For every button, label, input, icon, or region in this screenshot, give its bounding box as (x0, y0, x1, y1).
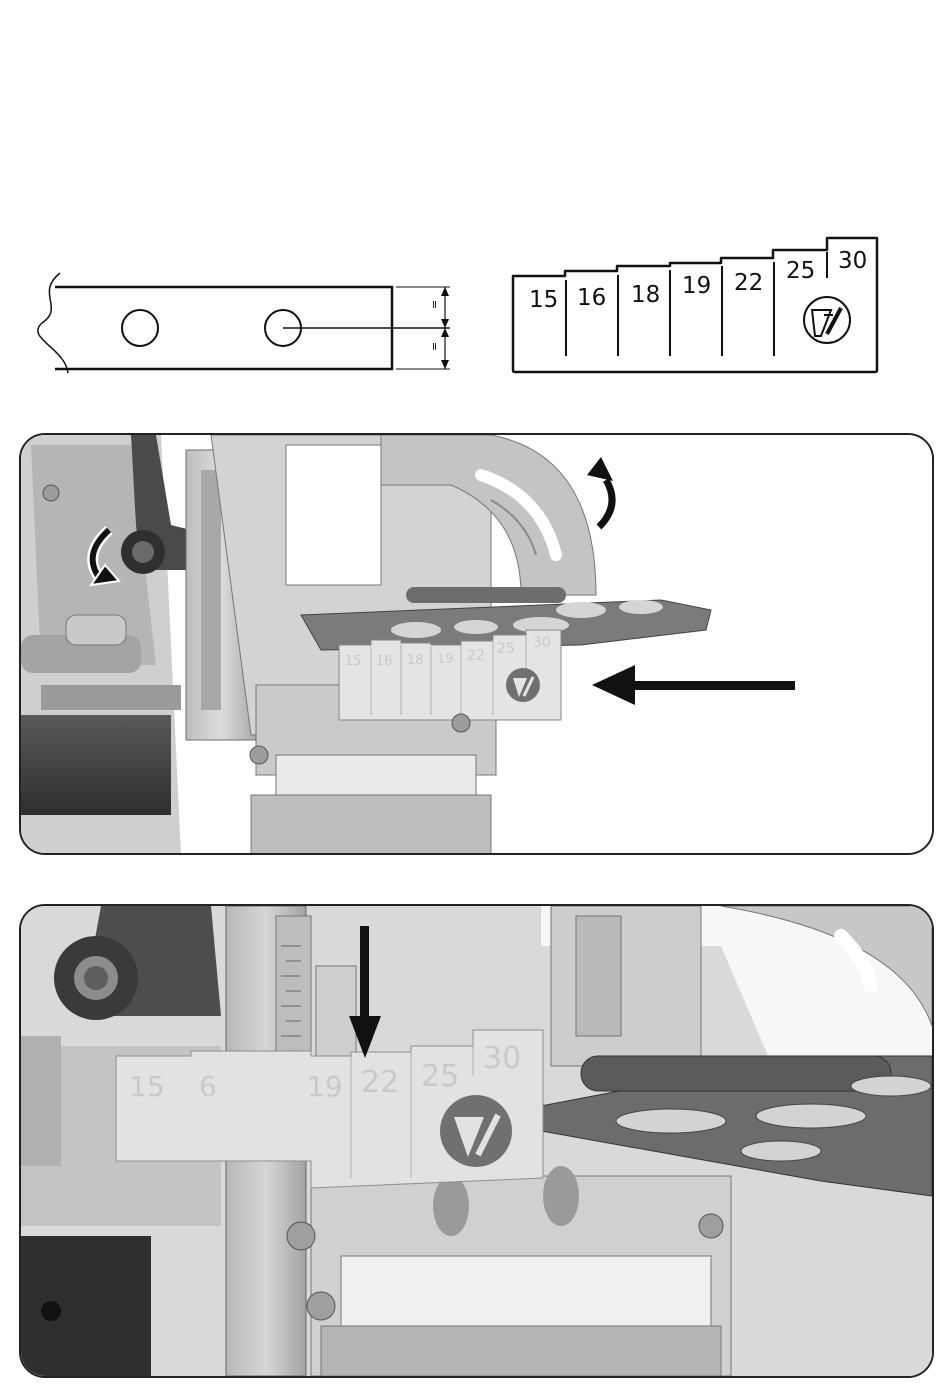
panel1-label-25: 25 (497, 641, 515, 657)
panel2-label-22: 22 (361, 1065, 399, 1100)
gauge-step-30: 30 (838, 248, 867, 274)
logo-icon (804, 297, 850, 343)
panel2-label-15: 15 (129, 1070, 165, 1103)
dimension-mark-top: = (428, 300, 441, 309)
panel2-label-19: 19 (307, 1070, 343, 1103)
gauge-step-18: 18 (631, 282, 660, 308)
gauge-step-19: 19 (682, 273, 711, 299)
panel1-label-22: 22 (467, 648, 485, 664)
panel2-label-25: 25 (421, 1059, 459, 1094)
panel1-label-18: 18 (407, 653, 424, 668)
panel1-label-30: 30 (533, 635, 551, 651)
panel2-logo-icon (440, 1095, 512, 1167)
gauge-step-22: 22 (734, 270, 763, 296)
panel1-label-15: 15 (345, 654, 362, 669)
panel1-label-16: 16 (376, 654, 393, 669)
panel2-label-30: 30 (483, 1041, 521, 1076)
panel1-logo-icon (506, 668, 540, 702)
panel2-label-6: 6 (199, 1070, 217, 1103)
board-diagram: = = (30, 268, 470, 383)
dimension-mark-bottom: = (428, 342, 441, 351)
gauge-step-15: 15 (529, 287, 558, 313)
gauge-step-25: 25 (786, 258, 815, 284)
stepped-gauge: 15 16 18 19 22 25 30 (505, 230, 890, 380)
hole-left (122, 310, 158, 346)
panel1-label-19: 19 (437, 652, 454, 667)
gauge-step-16: 16 (577, 285, 606, 311)
step-panel-2: 15 6 19 22 25 30 (19, 904, 934, 1378)
step-panel-1: 15 16 18 19 22 25 30 (19, 433, 934, 855)
